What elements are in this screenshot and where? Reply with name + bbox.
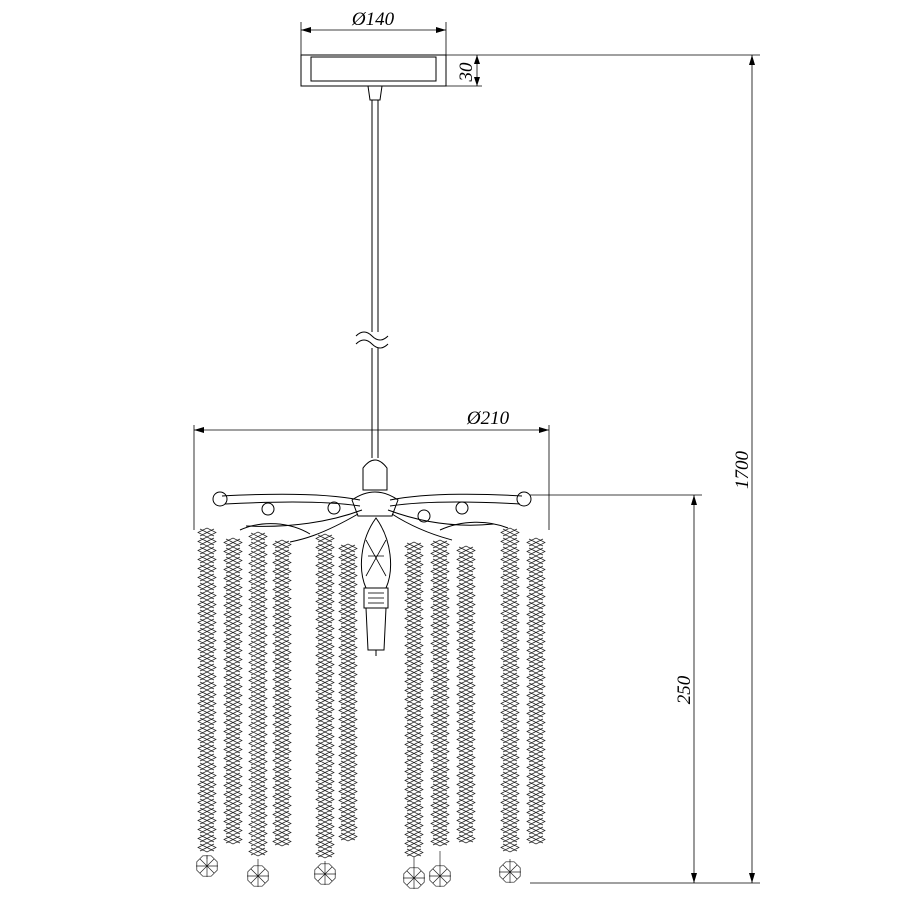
crystal-strand [429, 539, 451, 887]
suspension-cord [355, 85, 389, 458]
crystal-strand [338, 543, 358, 842]
lamp-holder-hub [351, 459, 399, 517]
crystal-strand [247, 531, 269, 887]
crystal-beads [404, 541, 424, 858]
crystal-beads [248, 531, 268, 857]
octagon-pendant-drop [247, 865, 269, 887]
crystal-strand [196, 527, 218, 877]
crystal-drop-label: 250 [674, 675, 695, 704]
shade-diameter-label: Ø210 [466, 408, 510, 429]
canopy-height-label: 30 [456, 62, 477, 83]
crystal-strand [526, 537, 546, 845]
crystal-strand [456, 545, 476, 844]
candle-bulb [360, 517, 392, 656]
crystal-beads [197, 527, 217, 853]
ceiling-canopy [300, 54, 447, 87]
octagon-pendant-drop [314, 863, 336, 885]
drop-facets [314, 863, 336, 885]
crystal-strands [196, 527, 546, 889]
drop-facets [196, 855, 218, 877]
octagon-pendant-drop [403, 867, 425, 889]
crystal-drop-dimension: 250 [530, 494, 760, 884]
drop-facets [499, 861, 521, 883]
drop-facets [403, 867, 425, 889]
crystal-beads [430, 539, 450, 847]
crystal-beads [338, 543, 358, 842]
overall-height-label: 1700 [732, 451, 753, 490]
crystal-beads [500, 527, 520, 853]
decorative-arms [212, 491, 532, 543]
crystal-beads [526, 537, 546, 845]
overall-height-dimension: 1700 [732, 55, 755, 883]
crystal-beads [456, 545, 476, 844]
octagon-pendant-drop [429, 865, 451, 887]
drop-facets [429, 865, 451, 887]
crystal-strand [272, 539, 292, 847]
crystal-strand [403, 541, 425, 889]
drop-facets [247, 865, 269, 887]
canopy-diameter-dimension: Ø140 [300, 9, 447, 55]
octagon-pendant-drop [499, 861, 521, 883]
octagon-pendant-drop [196, 855, 218, 877]
crystal-beads [315, 533, 335, 859]
crystal-beads [223, 537, 243, 845]
crystal-strand [314, 533, 336, 885]
canopy-diameter-label: Ø140 [351, 9, 395, 30]
canopy-height-dimension: 30 [446, 54, 760, 87]
crystal-beads [272, 539, 292, 847]
shade-diameter-dimension: Ø210 [193, 408, 550, 530]
crystal-strand [499, 527, 521, 883]
crystal-strand [223, 537, 243, 845]
